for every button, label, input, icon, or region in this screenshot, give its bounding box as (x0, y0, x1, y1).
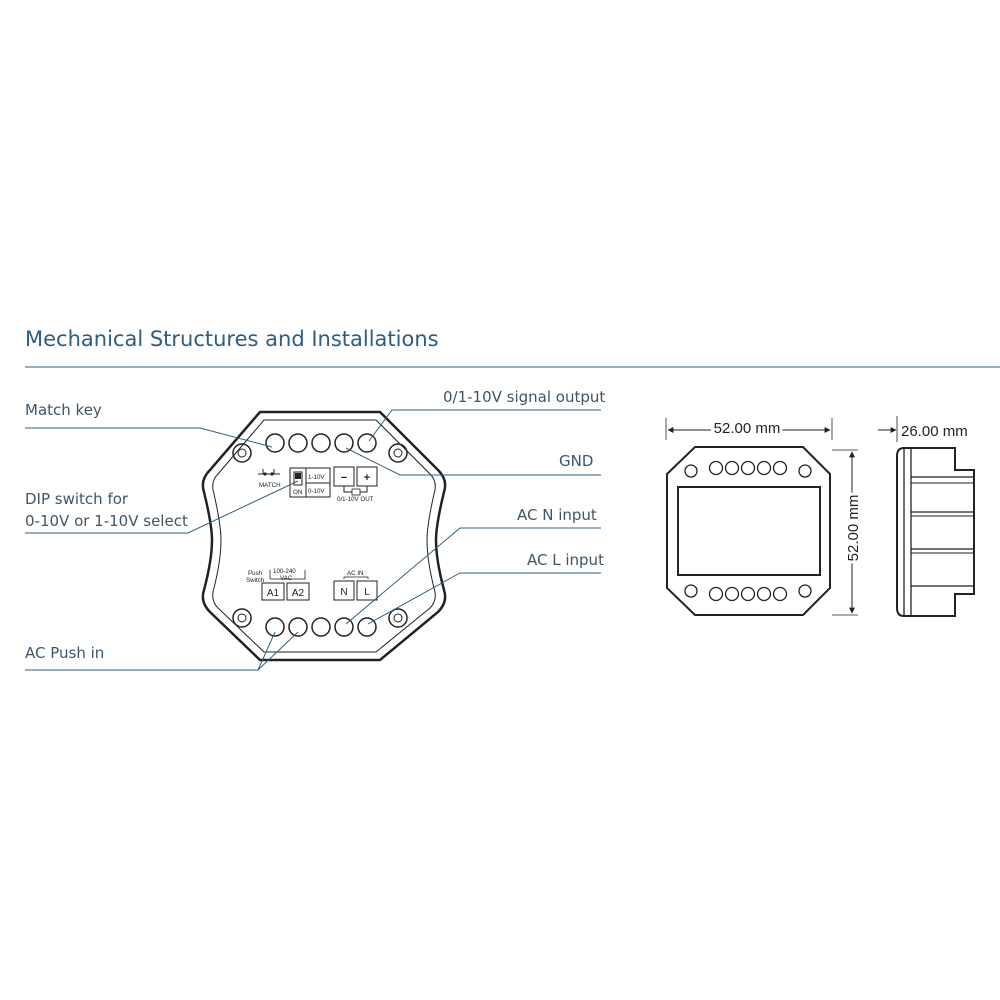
bottom-terminal-row (265, 617, 377, 637)
plus-terminal-label: + (364, 472, 370, 484)
match-label: MATCH (259, 482, 281, 489)
leader-signal-output (368, 409, 601, 442)
ac-in-block: AC IN N L (333, 570, 378, 601)
output-label: 0/1-10V OUT (337, 496, 374, 503)
callout-gnd: GND (559, 452, 593, 470)
callout-ac-push-in: AC Push in (25, 644, 104, 662)
leader-ac-n-input (345, 527, 601, 625)
top-view-label-panel (677, 486, 821, 576)
callout-signal-output: 0/1-10V signal output (443, 388, 605, 406)
terminal-screw (357, 617, 377, 637)
callout-dip-line2: 0-10V or 1-10V select (25, 512, 188, 530)
section-title: Mechanical Structures and Installations (25, 327, 439, 351)
a1-terminal-label: A1 (267, 588, 280, 599)
device-dimension-view: 52.00 mm 52.00 mm (665, 417, 865, 616)
mounting-hole-top-left (232, 443, 252, 463)
terminal-screw (265, 617, 285, 637)
match-key-symbol: MATCH (258, 469, 281, 489)
callout-ac-n-input: AC N input (517, 506, 597, 524)
n-terminal-label: N (340, 587, 347, 598)
dip-0-10v-label: 0-10V (308, 488, 325, 495)
width-dimension-label: 52.00 mm (714, 420, 781, 437)
vac-range-label: 100-240 (273, 568, 296, 575)
top-view-screws-top (708, 460, 788, 476)
callouts: Match key DIP switch for 0-10V or 1-10V … (25, 388, 605, 671)
leader-gnd (345, 447, 601, 476)
push-label: Push (248, 570, 263, 577)
callout-match-key: Match key (25, 401, 102, 419)
device-front-view: MATCH 1-10V 0-10V ON − + 0/1-10V OUT Pus… (201, 410, 447, 662)
a2-terminal-label: A2 (292, 588, 305, 599)
callout-dip-line1: DIP switch for (25, 490, 129, 508)
mounting-hole-top-right (388, 443, 408, 463)
switch-label: Switch (246, 577, 265, 584)
terminal-screw (265, 433, 285, 453)
push-switch-block: Push Switch 100-240 VAC A1 A2 (246, 568, 310, 601)
dip-1-10v-label: 1-10V (308, 474, 325, 481)
terminal-screw (311, 433, 331, 453)
height-dimension-label: 52.00 mm (845, 495, 862, 562)
dip-switch: 1-10V 0-10V ON (289, 467, 331, 498)
dip-on-label: ON (293, 489, 302, 496)
top-terminal-row (265, 433, 377, 453)
device-side-view: 26.00 mm (878, 416, 975, 617)
terminal-screw (334, 433, 354, 453)
side-view-outline (896, 447, 975, 617)
vac-label: VAC (280, 575, 293, 582)
top-view-holes (684, 464, 812, 598)
device-outline (201, 410, 447, 662)
depth-dimension-label: 26.00 mm (901, 423, 968, 440)
leader-dip-switch (25, 480, 299, 534)
l-terminal-label: L (364, 587, 370, 598)
device-inner-outline (212, 419, 436, 653)
output-terminal-block: − + 0/1-10V OUT (333, 466, 378, 503)
leader-match-key (25, 427, 273, 448)
leader-ac-l-input (367, 572, 601, 625)
terminal-screw (357, 433, 377, 453)
mounting-hole-bottom-left (232, 608, 252, 628)
ac-in-label: AC IN (347, 570, 364, 577)
terminal-screw (288, 617, 308, 637)
minus-terminal-label: − (341, 472, 347, 484)
terminal-screw (311, 617, 331, 637)
top-view-outline (666, 446, 831, 616)
terminal-screw (288, 433, 308, 453)
callout-ac-l-input: AC L input (527, 551, 604, 569)
top-view-screws-bottom (708, 586, 788, 602)
mounting-hole-bottom-right (388, 608, 408, 628)
terminal-screw (334, 617, 354, 637)
leader-ac-push-in-b (257, 631, 299, 671)
